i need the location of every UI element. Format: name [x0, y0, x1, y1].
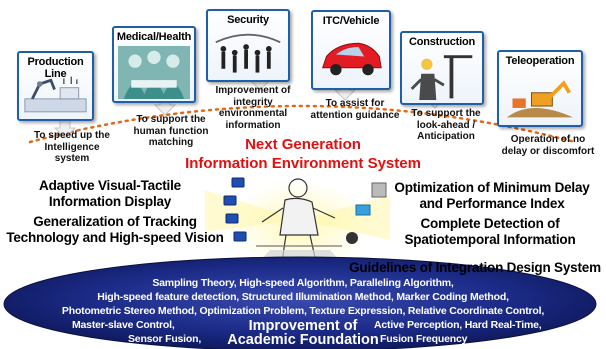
feature-line: Adaptive Visual-Tactile — [39, 178, 181, 193]
caption-line: Intelligence — [44, 141, 100, 153]
surgery-team-icon — [118, 46, 190, 100]
caption-line: Improvement of — [215, 85, 291, 96]
caption-line: Operation of no — [510, 134, 586, 145]
caption-line: attention guidance — [310, 109, 400, 121]
caption-line: To speed up the — [34, 130, 110, 141]
foundation-line: High-speed feature detection, Structured… — [97, 291, 509, 303]
feature-line: Complete Detection of — [420, 216, 560, 231]
caption-line: integrity — [233, 96, 273, 108]
person-sketch — [256, 178, 342, 263]
foundation-line: Photometric Stereo Method, Optimization … — [61, 305, 545, 317]
caption-itc-vehicle: To assist for attention guidance — [306, 98, 404, 121]
caption-line: system — [54, 153, 90, 164]
right-feature-minimum-delay: Optimization of Minimum Delay and Perfor… — [378, 180, 606, 212]
foundation-topics: Sampling Theory, High-speed Algorithm, P… — [60, 276, 546, 318]
teleoperation-excavator-icon — [506, 80, 574, 118]
application-title: Teleoperation — [505, 55, 575, 67]
application-box-construction: Construction — [400, 31, 484, 105]
application-box-medical-health: Medical/Health — [112, 26, 196, 103]
foundation-line: Active Perception, Hard Real-Time, — [374, 319, 542, 331]
center-title: Next Generation Information Environment … — [150, 135, 456, 173]
center-title-line: Next Generation — [245, 136, 361, 153]
caption-line: To support the — [136, 114, 206, 125]
application-box-security: Security — [206, 9, 290, 82]
feature-line: and Performance Index — [419, 196, 565, 211]
application-title: Production Line — [27, 56, 84, 80]
foundation-topics-right: Active Perception, Hard Real-Time, Fusio… — [374, 318, 564, 346]
foundation-heading-line: Improvement of — [248, 318, 358, 334]
left-feature-visual-tactile: Adaptive Visual-Tactile Information Disp… — [0, 178, 220, 210]
caption-line: human function — [133, 125, 209, 137]
feature-line: Guidelines of Integration Design System — [349, 260, 601, 275]
caption-line: delay or discomfort — [501, 145, 595, 157]
caption-line: look-ahead / — [416, 119, 476, 131]
caption-line: matching — [148, 137, 194, 148]
dotted-arc — [28, 104, 577, 144]
application-title: Security — [227, 14, 269, 26]
right-feature-integration-design: Guidelines of Integration Design System — [344, 260, 606, 276]
caption-line: environmental — [218, 108, 288, 119]
feature-line: Spatiotemporal Information — [404, 232, 576, 247]
right-feature-spatiotemporal: Complete Detection of Spatiotemporal Inf… — [383, 216, 597, 248]
robot-arm-icon — [24, 76, 87, 113]
application-box-production-line: Production Line — [17, 51, 94, 121]
caption-teleoperation: Operation of no delay or discomfort — [496, 134, 600, 157]
foundation-ellipse — [3, 256, 597, 349]
red-car-icon — [322, 42, 382, 76]
feature-line: Technology and High-speed Vision — [6, 230, 224, 245]
construction-worker-icon — [410, 55, 473, 101]
application-title: ITC/Vehicle — [322, 15, 380, 27]
left-feature-tracking: Generalization of Tracking Technology an… — [0, 214, 230, 246]
feature-line: Optimization of Minimum Delay — [394, 180, 590, 195]
caption-production-line: To speed up the Intelligence system — [28, 130, 116, 165]
foundation-topics-left: Master-slave Control, Sensor Fusion, — [72, 318, 232, 346]
foundation-line: Sensor Fusion, — [128, 333, 202, 345]
caption-security: Improvement of integrity environmental i… — [209, 85, 297, 131]
foundation-line: Master-slave Control, — [72, 319, 175, 331]
caption-line: To support the — [411, 108, 481, 119]
application-title: Medical/Health — [116, 31, 192, 43]
application-box-teleoperation: Teleoperation — [497, 50, 583, 127]
feature-line: Generalization of Tracking — [33, 214, 197, 229]
feature-line: Information Display — [48, 194, 172, 209]
caption-line: To assist for — [325, 98, 385, 109]
caption-construction: To support the look-ahead / Anticipation — [398, 108, 494, 143]
foundation-heading: Improvement of Academic Foundation — [218, 318, 388, 348]
foundation-line: Fusion Frequency — [380, 333, 468, 345]
caption-line: Anticipation — [417, 131, 475, 142]
camera-icons-left — [223, 177, 247, 242]
crowd-surveillance-icon — [215, 33, 281, 73]
caption-line: information — [225, 119, 281, 131]
camera-icons-right — [346, 182, 387, 244]
caption-medical-health: To support the human function matching — [126, 114, 216, 149]
center-title-line: Information Environment System — [185, 155, 421, 172]
application-box-itc-vehicle: ITC/Vehicle — [311, 10, 391, 90]
application-title: Construction — [408, 36, 476, 48]
foundation-line: Sampling Theory, High-speed Algorithm, P… — [152, 277, 454, 289]
foundation-heading-line: Academic Foundation — [227, 332, 379, 348]
